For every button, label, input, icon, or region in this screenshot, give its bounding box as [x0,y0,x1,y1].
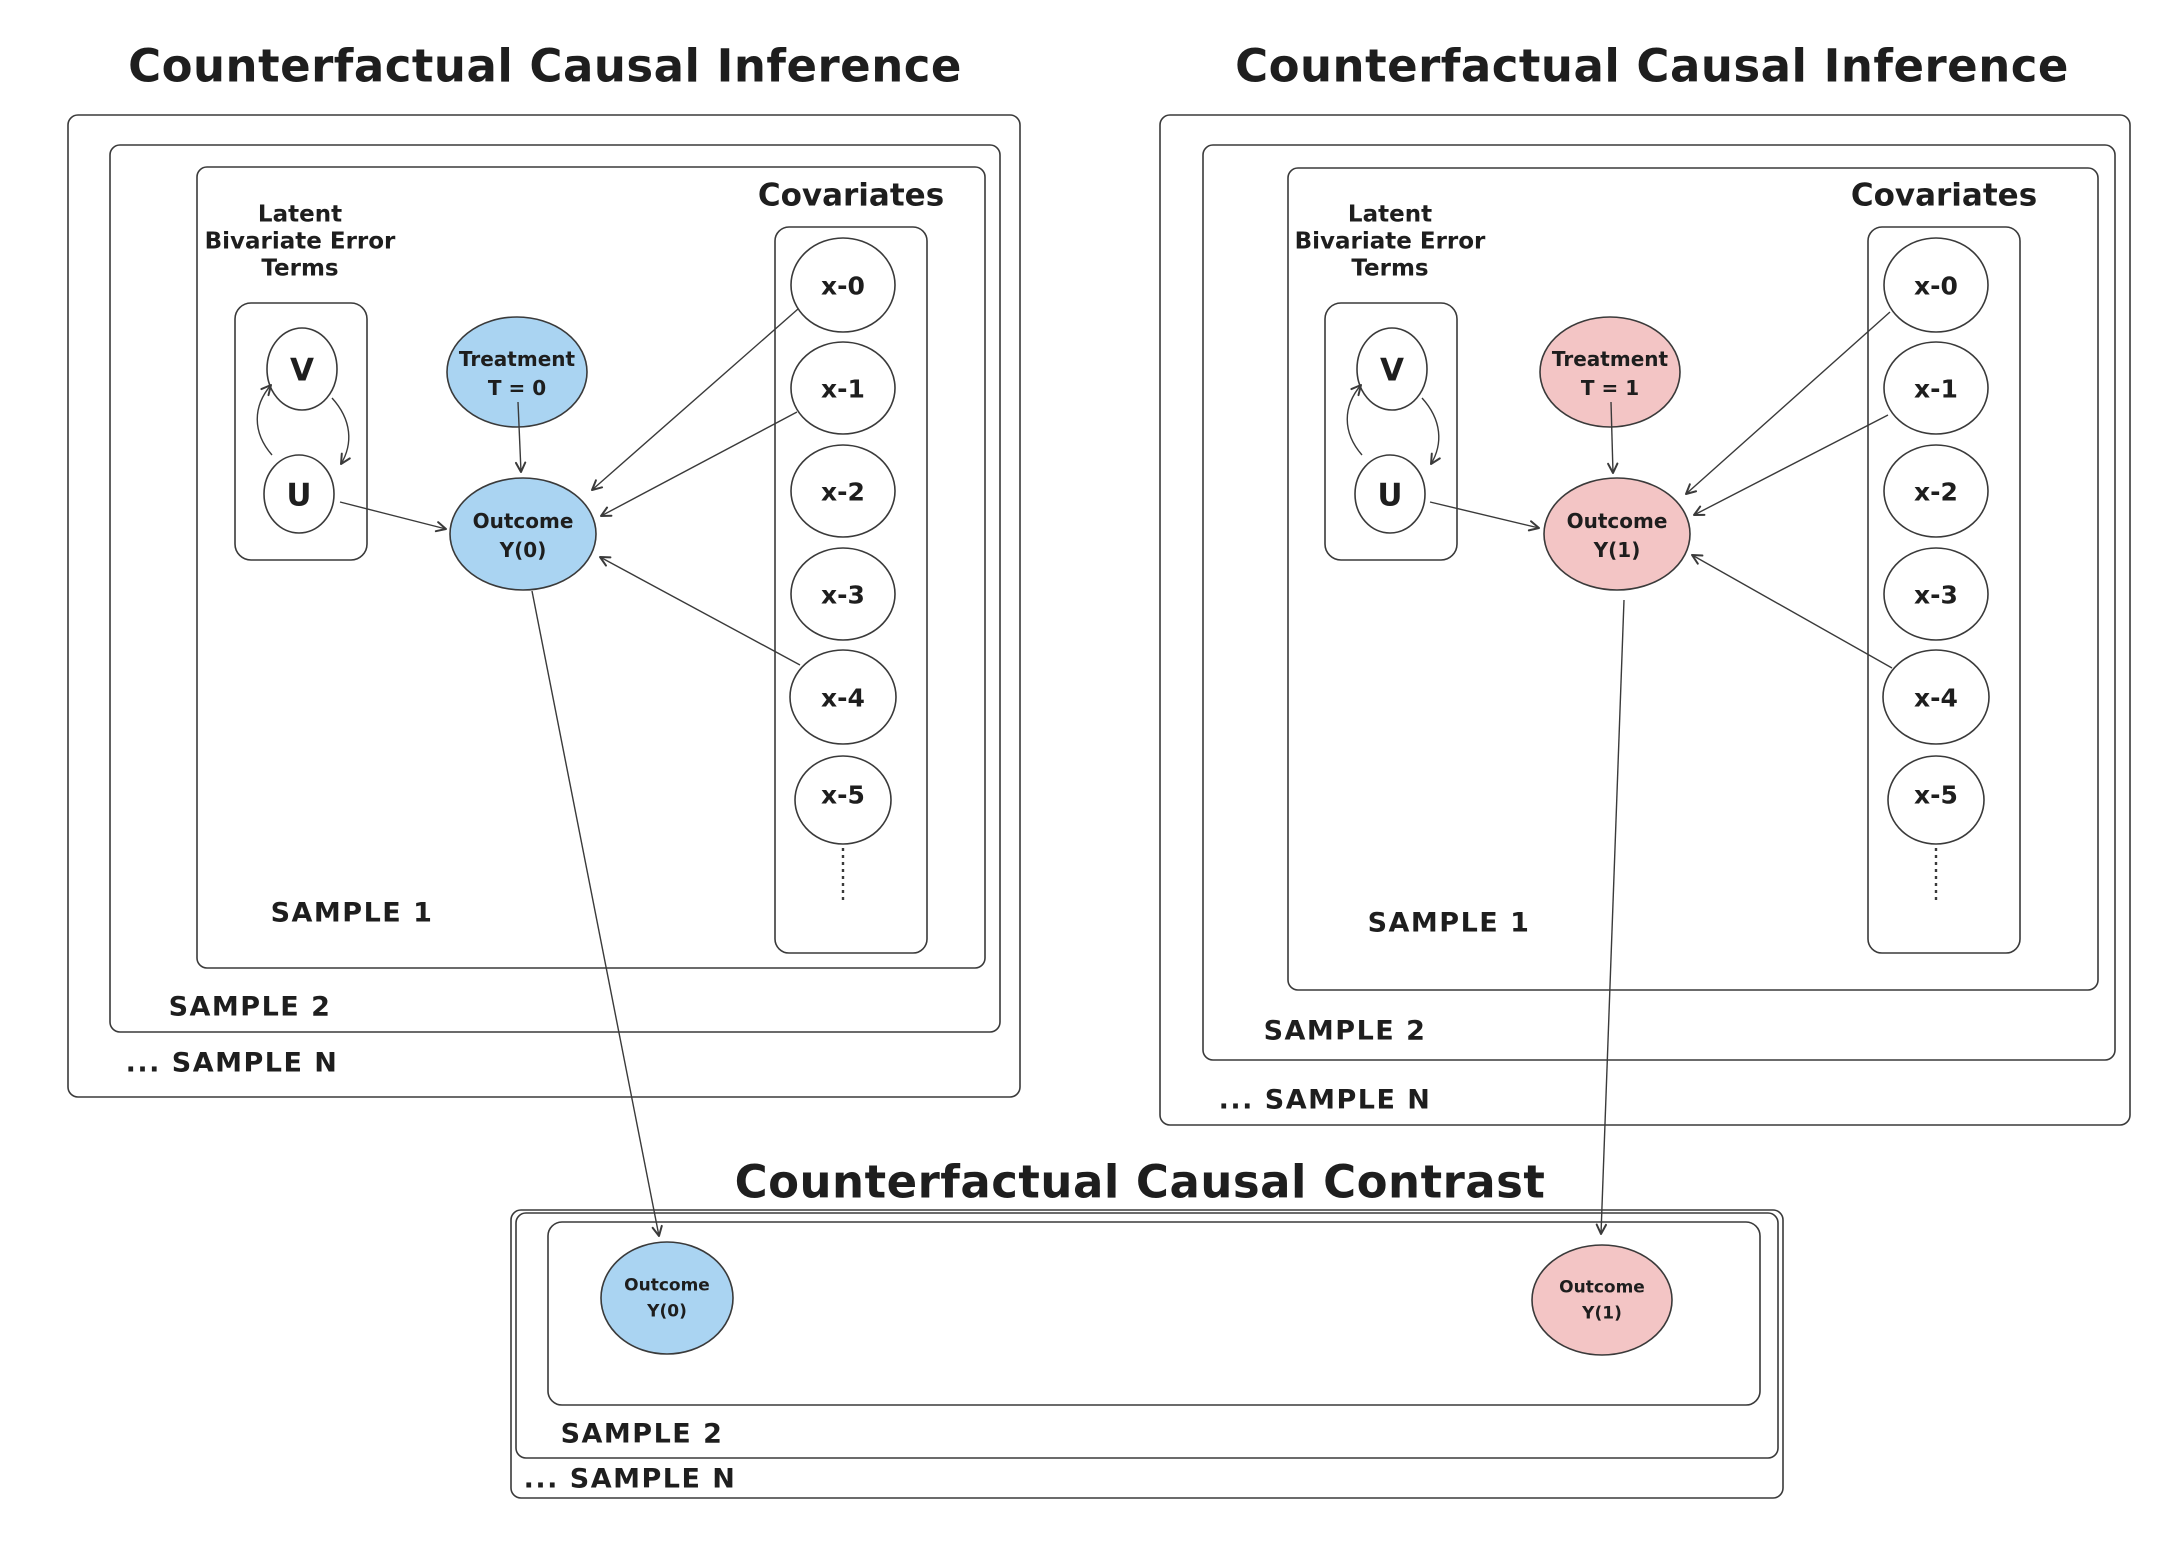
right-covariate-x3-node [1883,547,1989,641]
right-treatment-to-outcome-arrow [1607,401,1619,474]
right-latent-label-line1: Latent [1347,201,1433,228]
right-covariate-x4-node [1882,649,1990,745]
right-error-terms-box [1324,302,1458,561]
right-panel-title: Counterfactual Causal Inference [1235,39,2069,93]
left-treatment-node [446,316,588,428]
left-covariate-x4-label: x-4 [821,683,865,713]
right-u-to-v-arrow [1346,384,1363,456]
right-treatment-label-line2: T = 1 [1580,376,1640,400]
right-u-node [1354,454,1426,534]
contrast-outcome-y1-label-line1: Outcome [1559,1277,1645,1298]
right-v-label: V [1380,352,1404,389]
left-sample-n-box [67,114,1021,1098]
left-x4-to-outcome-arrow [599,556,801,666]
left-u-to-outcome-arrow [339,501,447,533]
right-sample-2-box [1202,144,2116,1061]
contrast-panel-title: Counterfactual Causal Contrast [734,1155,1546,1209]
left-latent-label-line3: Terms [261,255,339,282]
left-outcome-node [449,477,597,591]
right-covariate-x2-node [1883,444,1989,538]
right-x4-to-outcome-arrow [1691,554,1893,669]
right-covariate-x1-node [1883,341,1989,435]
right-treatment-node [1539,316,1681,428]
left-latent-label-line2: Bivariate Error [204,228,396,255]
right-sample-n-label: ... SAMPLE N [1218,1084,1432,1116]
right-covariates-title: Covariates [1850,177,2038,214]
right-latent-label-line3: Terms [1351,255,1429,282]
left-treatment-label-line2: T = 0 [487,376,547,400]
right-u-to-outcome-arrow [1429,501,1540,532]
left-sample-2-label: SAMPLE 2 [168,991,332,1023]
right-sample-2-label: SAMPLE 2 [1263,1015,1427,1047]
right-sample-1-label: SAMPLE 1 [1367,907,1531,939]
right-outcome-label-line2: Y(1) [1593,538,1641,562]
left-covariate-x1-label: x-1 [821,374,865,404]
left-treatment-label-line1: Treatment [458,347,576,371]
contrast-sample-1-box [547,1221,1761,1406]
contrast-outcome-y0-node [600,1241,734,1355]
contrast-outcome-y0-label-line2: Y(0) [647,1301,687,1322]
right-covariate-x0-label: x-0 [1914,271,1958,301]
left-covariates-box [774,226,928,954]
contrast-outcome-y1-node [1531,1244,1673,1356]
right-covariate-x2-label: x-2 [1914,477,1958,507]
right-x1-to-outcome-arrow [1693,414,1889,516]
left-u-label: U [286,477,312,514]
left-sample-1-label: SAMPLE 1 [270,897,434,929]
right-treatment-label-line1: Treatment [1551,347,1669,371]
left-outcome-label-line1: Outcome [472,509,574,533]
left-covariate-x3-node [790,547,896,641]
right-latent-label-line2: Bivariate Error [1294,228,1486,255]
left-x1-to-outcome-arrow [600,411,798,517]
left-sample-n-label: ... SAMPLE N [125,1047,339,1079]
right-covariate-x3-label: x-3 [1914,580,1958,610]
right-v-to-u-arrow [1421,397,1441,465]
left-u-to-v-arrow [256,384,273,456]
left-covariate-x4-node [789,649,897,745]
right-v-node [1356,327,1428,411]
left-covariate-x2-label: x-2 [821,477,865,507]
right-sample-1-box [1287,167,2099,991]
right-outcome-node [1543,477,1691,591]
right-outcome-label-line1: Outcome [1566,509,1668,533]
left-covariate-x3-label: x-3 [821,580,865,610]
left-error-terms-box [234,302,368,561]
left-u-node [263,454,335,534]
contrast-outcome-y1-label-line2: Y(1) [1582,1303,1622,1324]
right-covariates-box [1867,226,2021,954]
left-x0-to-outcome-arrow [591,308,799,491]
left-outcome-label-line2: Y(0) [499,538,547,562]
right-x0-to-outcome-arrow [1685,311,1891,495]
left-covariate-x5-node [794,755,892,845]
left-v-label: V [290,352,314,389]
left-v-to-u-arrow [331,397,351,465]
left-sample-2-box [109,144,1001,1033]
left-covariate-x5-label: x-5 [821,780,865,810]
right-covariate-x4-label: x-4 [1914,683,1958,713]
right-covariate-x5-label: x-5 [1914,780,1958,810]
right-u-label: U [1377,477,1403,514]
left-treatment-to-outcome-arrow [514,401,527,473]
left-panel-title: Counterfactual Causal Inference [128,39,962,93]
left-covariate-x0-label: x-0 [821,271,865,301]
right-covariate-x5-node [1887,755,1985,845]
right-outcome-to-contrast-arrow [1595,599,1625,1235]
right-sample-n-box [1159,114,2131,1126]
left-v-node [266,327,338,411]
left-covariate-x2-node [790,444,896,538]
right-covariate-x1-label: x-1 [1914,374,1958,404]
left-covariates-title: Covariates [757,177,945,214]
contrast-outcome-y0-label-line1: Outcome [624,1275,710,1296]
contrast-sample-2-box [515,1212,1779,1459]
right-covariate-x0-node [1883,237,1989,333]
left-latent-label-line1: Latent [257,201,343,228]
left-outcome-to-contrast-arrow [531,590,663,1237]
contrast-sample-n-label: ... SAMPLE N [523,1463,737,1495]
left-sample-1-box [196,166,986,969]
contrast-sample-2-label: SAMPLE 2 [560,1418,724,1450]
left-covariate-x1-node [790,341,896,435]
left-covariate-x0-node [790,237,896,333]
contrast-sample-n-box [510,1209,1784,1499]
